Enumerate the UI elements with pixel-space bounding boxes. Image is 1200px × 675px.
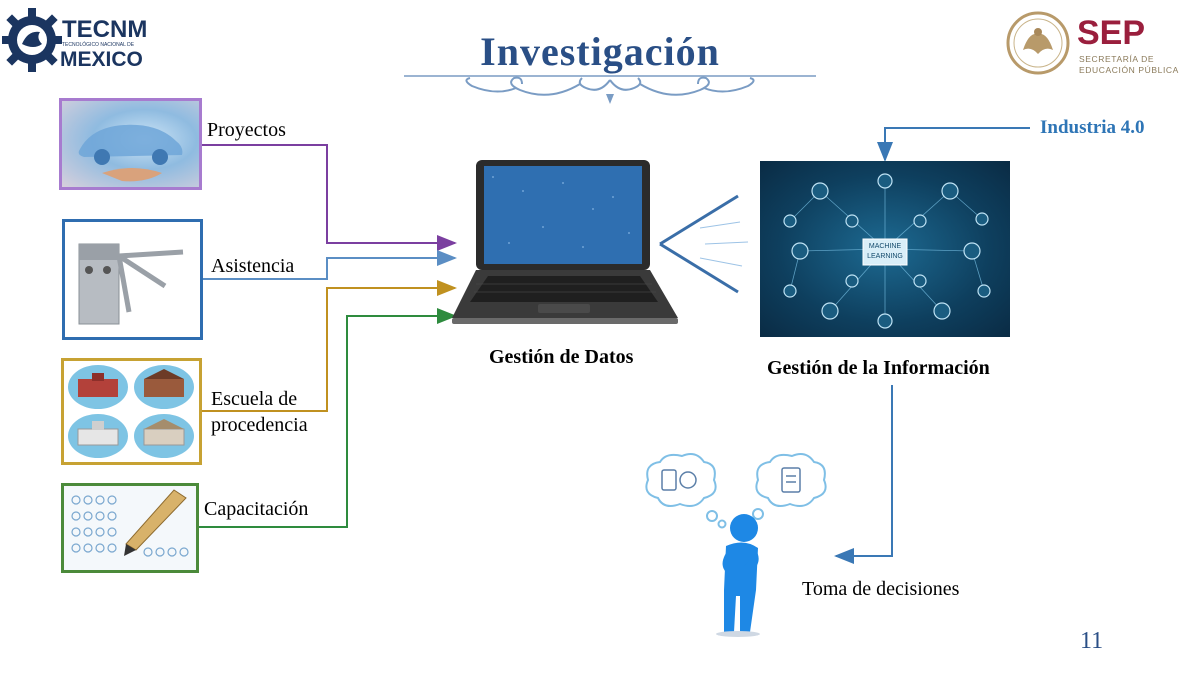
ml-label-line2: LEARNING [863,251,907,262]
pencil-answer-sheet-icon [64,486,196,570]
turnstile-icon [65,222,200,337]
label-proyectos: Proyectos [207,115,286,145]
label-escuela-line2: procedencia [211,410,308,440]
laptop-icon [452,156,682,328]
machine-learning-panel: MACHINE LEARNING [760,161,1010,337]
caption-gestion-informacion: Gestión de la Información [767,353,990,383]
page-number: 11 [1080,628,1103,655]
industria-label: Industria 4.0 [1040,114,1145,142]
arrow-industria [885,128,1030,160]
arrow-proyectos [202,145,455,243]
thinking-person-icon [640,450,840,640]
toma-decisiones-label: Toma de decisiones [802,574,959,604]
car-hologram-icon [62,101,199,187]
projects-image [59,98,202,190]
exam-image [61,483,199,573]
caption-gestion-datos: Gestión de Datos [489,342,633,372]
school-buildings-icon [64,361,199,462]
page-title: Investigación [0,28,1200,75]
arrow-decisiones [836,385,892,556]
label-capacitacion: Capacitación [204,494,308,524]
title-ornament-icon [400,70,820,115]
turnstile-image [62,219,203,340]
label-asistencia: Asistencia [211,251,294,281]
schools-image [61,358,202,465]
